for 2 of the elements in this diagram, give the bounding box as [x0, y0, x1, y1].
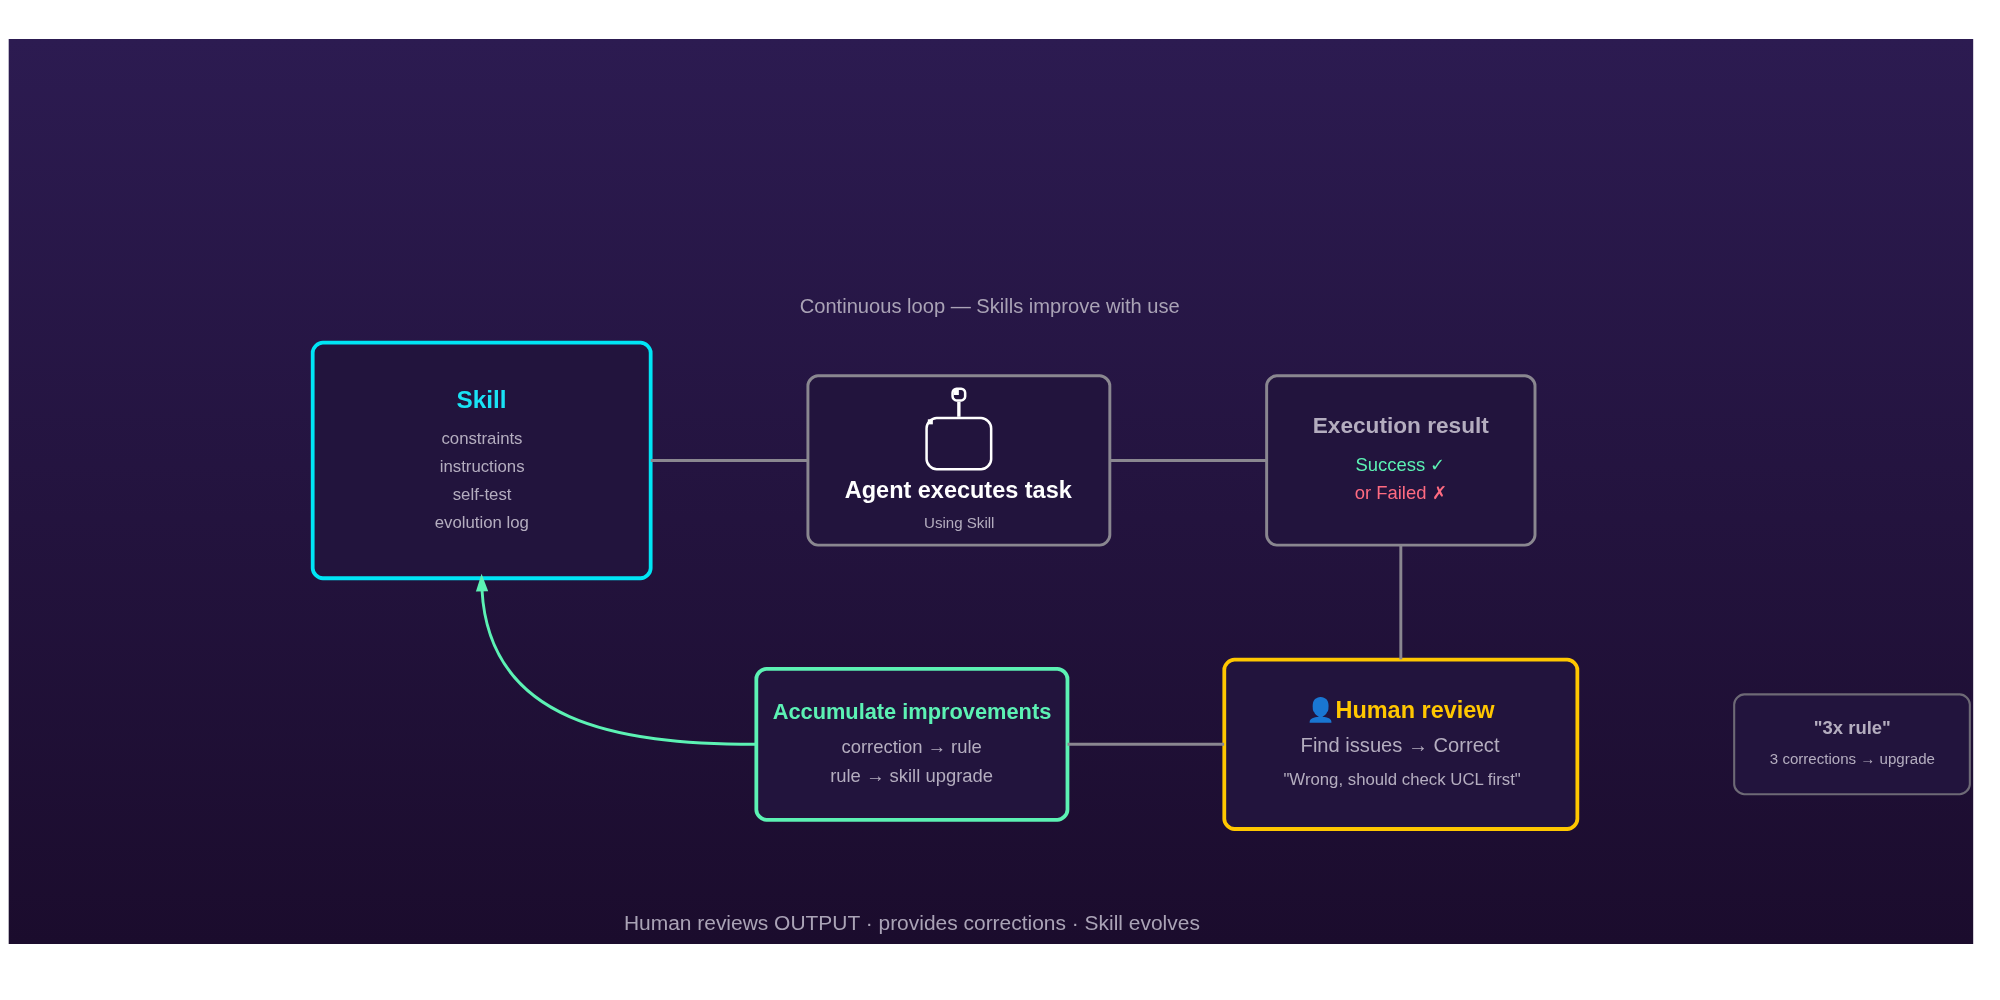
diagram-title: Continuous loop — Skills improve with use — [799, 294, 1180, 317]
caption: Human reviews OUTPUT · provides corrections · Skill evolves — [623, 910, 1200, 934]
